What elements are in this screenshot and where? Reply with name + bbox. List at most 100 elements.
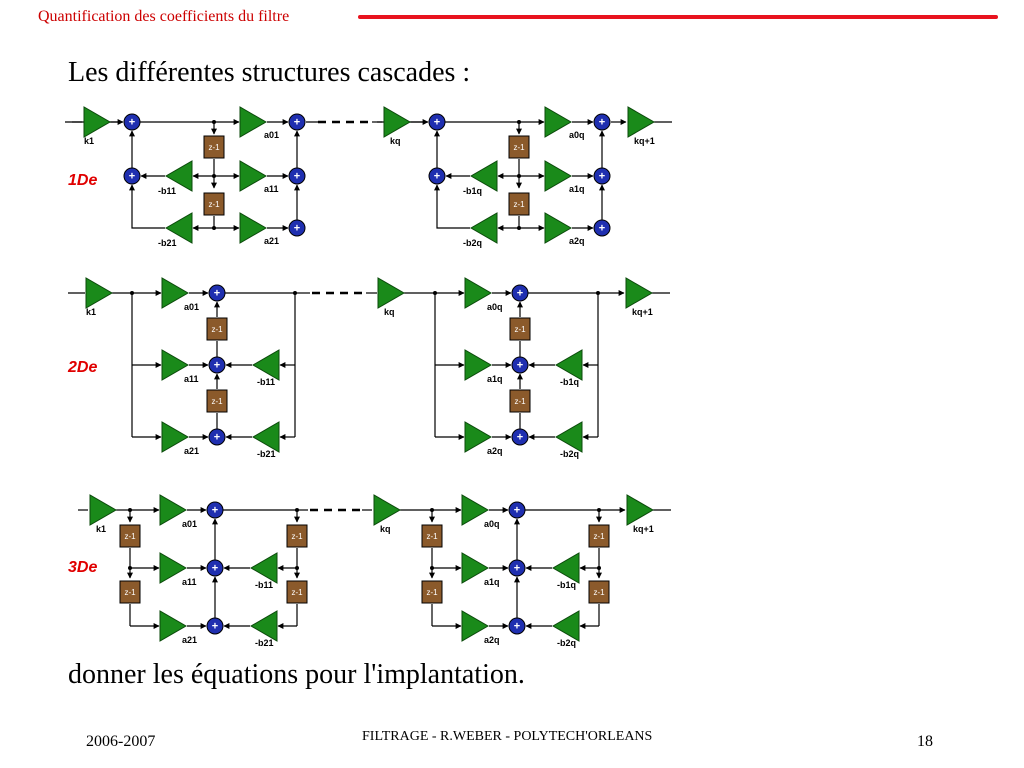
junction [430, 508, 434, 512]
coefficient-label: -b11 [257, 377, 275, 387]
wire [129, 184, 165, 229]
adder [428, 167, 446, 185]
header-rule [358, 15, 998, 19]
delay-label: z-1 [124, 532, 136, 541]
adder [206, 617, 224, 635]
junction [130, 291, 134, 295]
delay-label: z-1 [208, 143, 220, 152]
coefficient-label: -b1q [463, 186, 482, 196]
adder-symbol: + [214, 288, 220, 300]
coefficient-label: a21 [184, 446, 199, 456]
gain-b1 [251, 349, 280, 381]
coefficient-label: -b21 [257, 449, 276, 459]
structure-tag: 2De [67, 359, 97, 376]
coefficient-label: a11 [184, 374, 199, 384]
coefficient-label: kq [390, 136, 401, 146]
junction [212, 226, 216, 230]
adder [428, 113, 446, 131]
page-number: 18 [917, 733, 933, 750]
adder-symbol: + [212, 621, 218, 633]
gain-a0 [159, 494, 188, 526]
delay-block [508, 135, 530, 159]
delay-label: z-1 [211, 397, 223, 406]
junction [293, 291, 297, 295]
adder-symbol: + [434, 117, 440, 129]
gain-b1 [469, 160, 498, 192]
adder-symbol: + [514, 563, 520, 575]
gain-b2 [164, 212, 193, 244]
adder-symbol: + [212, 505, 218, 517]
delay-block [119, 580, 141, 604]
coefficient-label: -b11 [255, 580, 273, 590]
footer-year: 2006-2007 [86, 733, 156, 750]
slide-heading: Les différentes structures cascades : [68, 57, 471, 88]
adder-symbol: + [517, 360, 523, 372]
coefficient-label: k1 [96, 524, 106, 534]
gain-a2 [464, 421, 493, 453]
gain-a2 [544, 212, 573, 244]
delay-label: z-1 [291, 532, 303, 541]
gain-a2 [159, 610, 188, 642]
adder-symbol: + [294, 223, 300, 235]
gain-a1 [239, 160, 268, 192]
gain-k [83, 106, 112, 138]
junction [295, 566, 299, 570]
coefficient-label: a1q [484, 577, 500, 587]
adder-symbol: + [517, 288, 523, 300]
adder [508, 617, 526, 635]
delay-label: z-1 [513, 200, 525, 209]
junction [433, 291, 437, 295]
gain-k [373, 494, 402, 526]
delay-label: z-1 [514, 397, 526, 406]
delay-label: z-1 [593, 532, 605, 541]
delay-block [206, 317, 228, 341]
delay-label: z-1 [124, 588, 136, 597]
delay-block [588, 580, 610, 604]
coefficient-label: -b2q [557, 638, 576, 648]
delay-label: z-1 [208, 200, 220, 209]
coefficient-label: a0q [569, 130, 585, 140]
coefficient-label: kq [384, 307, 395, 317]
adder-symbol: + [599, 171, 605, 183]
adder-symbol: + [214, 360, 220, 372]
gain-b1 [551, 552, 580, 584]
gain-a2 [161, 421, 190, 453]
adder [511, 428, 529, 446]
coefficient-label: a01 [184, 302, 199, 312]
gain-a1 [161, 349, 190, 381]
coefficient-label: a0q [484, 519, 500, 529]
adder-symbol: + [129, 171, 135, 183]
coefficient-label: -b21 [158, 238, 177, 248]
gain-b1 [554, 349, 583, 381]
delay-label: z-1 [514, 325, 526, 334]
adder [208, 356, 226, 374]
delay-label: z-1 [593, 588, 605, 597]
delay-label: z-1 [426, 532, 438, 541]
delay-block [119, 524, 141, 548]
gain-a1 [159, 552, 188, 584]
adder-symbol: + [514, 621, 520, 633]
coefficient-label: -b1q [560, 377, 579, 387]
junction [517, 174, 521, 178]
junction [597, 508, 601, 512]
gain-a0 [239, 106, 268, 138]
gain-k [626, 494, 655, 526]
gain-k [383, 106, 412, 138]
adder-symbol: + [294, 171, 300, 183]
coefficient-label: -b21 [255, 638, 274, 648]
header-title: Quantification des coefficients du filtr… [38, 8, 290, 25]
adder [208, 284, 226, 302]
gain-b2 [554, 421, 583, 453]
adder [508, 501, 526, 519]
coefficient-label: a2q [487, 446, 503, 456]
coefficient-label: a2q [569, 236, 585, 246]
coefficient-label: a01 [182, 519, 197, 529]
gain-k [85, 277, 114, 309]
coefficient-label: -b2q [463, 238, 482, 248]
junction [430, 566, 434, 570]
adder-symbol: + [599, 117, 605, 129]
coefficient-label: a01 [264, 130, 279, 140]
coefficient-label: a1q [487, 374, 503, 384]
adder-symbol: + [514, 505, 520, 517]
